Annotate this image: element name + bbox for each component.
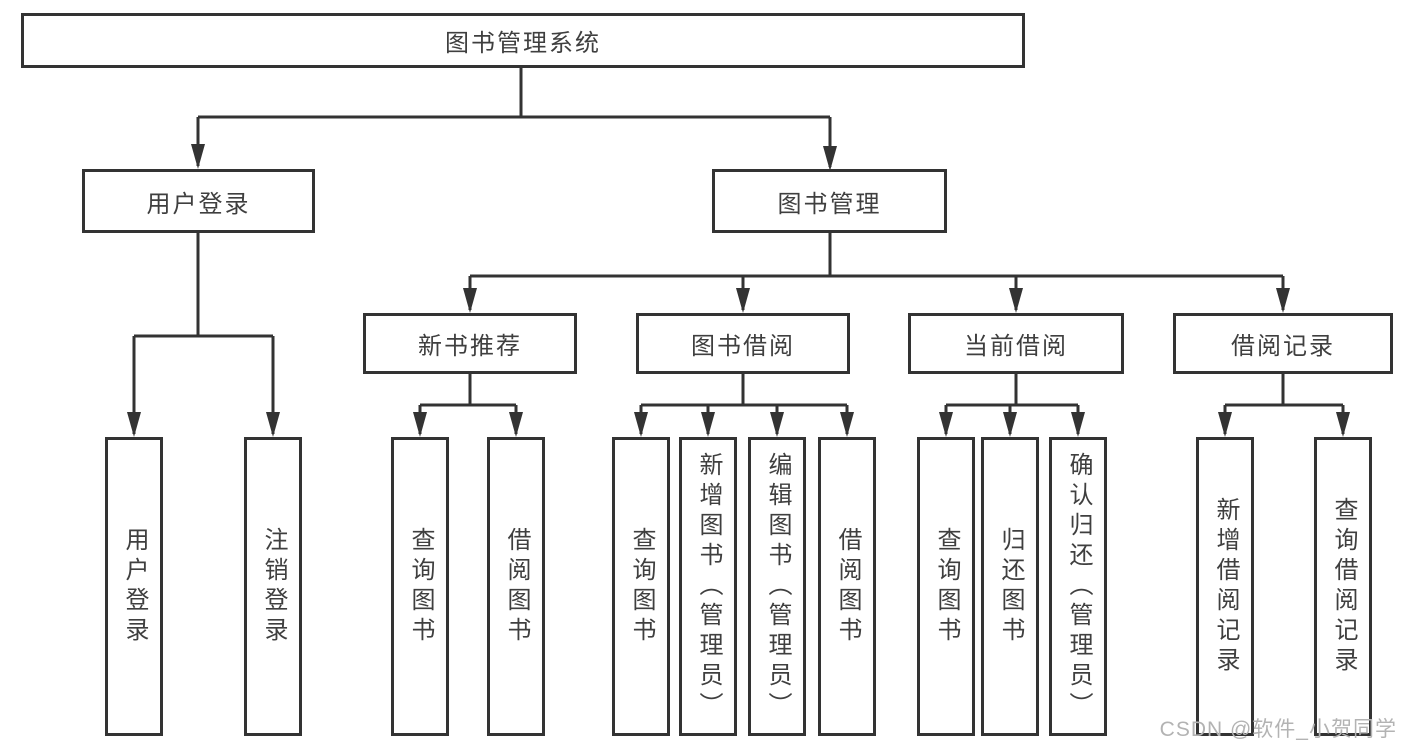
leaf-query-book-2-label: 查询图书 [628, 526, 655, 647]
connector-strokes [132, 68, 1345, 434]
csdn-watermark: CSDN @软件_小贺同学 [1159, 718, 1397, 741]
leaf-borrow-book-1: 借阅图书 [487, 437, 545, 736]
node-system-root: 图书管理系统 [21, 13, 1025, 68]
leaf-confirm-return-admin: 确认归还（管理员） [1049, 437, 1107, 736]
leaf-query-borrow-record: 查询借阅记录 [1314, 437, 1372, 736]
leaf-query-book-1-label: 查询图书 [407, 526, 434, 647]
node-book-manage: 图书管理 [712, 169, 947, 233]
node-current-borrow: 当前借阅 [908, 313, 1124, 374]
leaf-add-borrow-record: 新增借阅记录 [1196, 437, 1254, 736]
leaf-borrow-book-2: 借阅图书 [818, 437, 876, 736]
leaf-query-book-2: 查询图书 [612, 437, 670, 736]
node-current-borrow-label: 当前借阅 [964, 333, 1068, 360]
leaf-borrow-book-2-label: 借阅图书 [834, 526, 861, 647]
node-user-login: 用户登录 [82, 169, 315, 233]
leaf-add-book-admin: 新增图书（管理员） [679, 437, 737, 736]
node-user-login-label: 用户登录 [146, 190, 251, 218]
leaf-query-book-3: 查询图书 [917, 437, 975, 736]
leaf-user-login-label: 用户登录 [121, 526, 148, 647]
leaf-query-book-3-label: 查询图书 [933, 526, 960, 647]
leaf-return-book-label: 归还图书 [997, 526, 1024, 647]
leaf-return-book: 归还图书 [981, 437, 1039, 736]
arrowheads [127, 144, 1350, 437]
leaf-query-borrow-record-label: 查询借阅记录 [1330, 496, 1357, 677]
leaf-borrow-book-1-label: 借阅图书 [503, 526, 530, 647]
node-borrow-record-label: 借阅记录 [1231, 333, 1335, 360]
leaf-logout: 注销登录 [244, 437, 302, 736]
node-book-manage-label: 图书管理 [777, 190, 882, 218]
node-new-book-recommend: 新书推荐 [363, 313, 577, 374]
node-book-borrow: 图书借阅 [636, 313, 850, 374]
leaf-add-book-admin-label: 新增图书（管理员） [695, 451, 722, 722]
leaf-logout-label: 注销登录 [260, 526, 287, 647]
node-system-root-label: 图书管理系统 [445, 30, 601, 57]
leaf-add-borrow-record-label: 新增借阅记录 [1212, 496, 1239, 677]
leaf-edit-book-admin: 编辑图书（管理员） [748, 437, 806, 736]
leaf-query-book-1: 查询图书 [391, 437, 449, 736]
node-borrow-record: 借阅记录 [1173, 313, 1393, 374]
leaf-edit-book-admin-label: 编辑图书（管理员） [764, 451, 791, 722]
leaf-confirm-return-admin-label: 确认归还（管理员） [1065, 451, 1092, 722]
leaf-user-login: 用户登录 [105, 437, 163, 736]
node-book-borrow-label: 图书借阅 [691, 333, 795, 360]
node-new-book-recommend-label: 新书推荐 [418, 333, 522, 360]
